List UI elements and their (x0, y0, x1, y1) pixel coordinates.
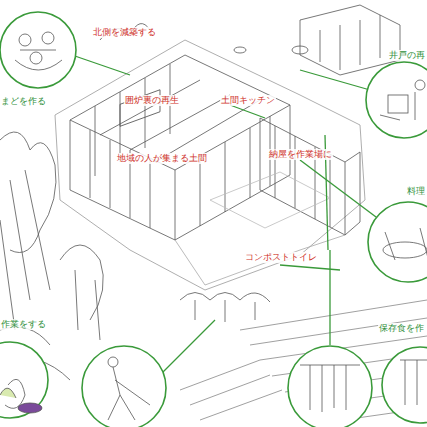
callout-label: 地域の人が集まる土間 (116, 153, 208, 164)
callout-label: 北側を減築する (92, 27, 157, 38)
scene-sketches (0, 32, 427, 420)
callout-label: 土間キッチン (220, 95, 276, 106)
callout-label: 井戸の再 (388, 50, 426, 61)
callout-label: 保存食を作 (378, 323, 425, 334)
callout-label: 作業をする (0, 319, 47, 330)
callout-label: 料理 (406, 186, 426, 197)
callout-label: 囲炉裏の再生 (124, 95, 180, 106)
scene-circles (0, 12, 427, 427)
callout-label: コンポストトイレ (244, 252, 318, 263)
callout-label: 納屋を作業場に (268, 149, 333, 160)
leader-lines (72, 55, 380, 375)
callout-label: まどを作る (0, 96, 47, 107)
